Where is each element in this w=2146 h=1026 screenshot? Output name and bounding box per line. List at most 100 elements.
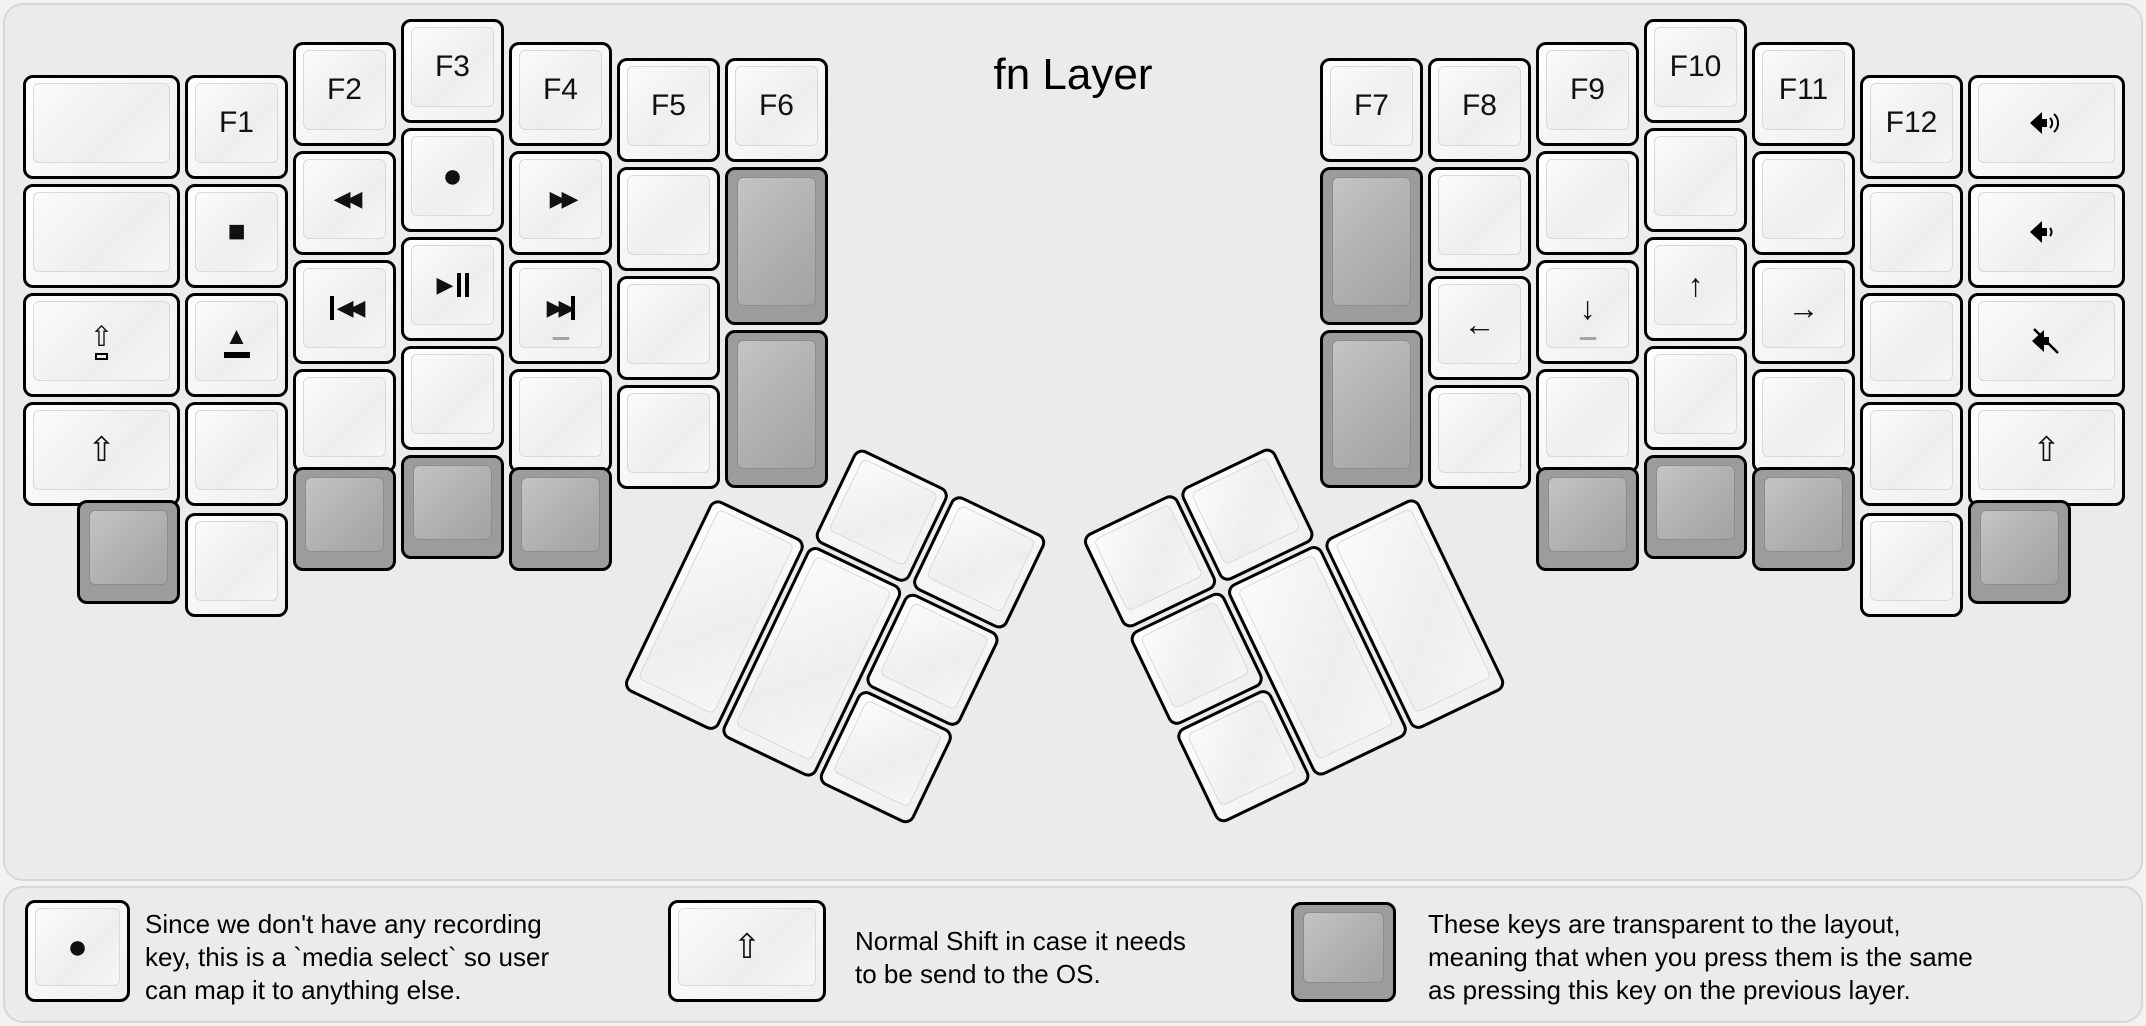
key-blank-l-r3c4[interactable] (509, 369, 612, 473)
key-blank-l-r2c5[interactable] (617, 276, 720, 380)
key-f6[interactable]: F6 (725, 58, 828, 162)
key-blank-r-b4[interactable] (1860, 513, 1963, 617)
play-pause-icon: ▶ (435, 273, 471, 297)
key-blank-l-r3c2[interactable] (293, 369, 396, 473)
key-caps-lock[interactable]: ⇧ (23, 293, 180, 397)
key-f7[interactable]: F7 (1320, 58, 1423, 162)
key-transparent-r-b2[interactable] (1644, 455, 1747, 559)
key-blank-l-r3c1[interactable] (185, 402, 288, 506)
keycap (1762, 377, 1845, 457)
keycap (1654, 136, 1737, 216)
key-media-prev-track[interactable]: ◀◀ (293, 260, 396, 364)
key-blank-l-r0c0[interactable] (23, 75, 180, 179)
key-arrow-down[interactable]: ↓ (1536, 260, 1639, 364)
key-media-stop[interactable]: ■ (185, 184, 288, 288)
key-blank-r-r1c1[interactable] (1428, 167, 1531, 271)
legend-panel (3, 886, 2143, 1023)
key-transparent-l-b5[interactable] (509, 467, 612, 571)
key-blank-l-r3c3[interactable] (401, 346, 504, 450)
key-f8[interactable]: F8 (1428, 58, 1531, 162)
key-legend-record[interactable]: ● (25, 900, 130, 1002)
keycap: ← (1438, 284, 1521, 364)
key-blank-l-r1c5[interactable] (617, 167, 720, 271)
key-f4[interactable]: F4 (509, 42, 612, 146)
keycap (1656, 465, 1735, 540)
key-transparent-l-b1[interactable] (77, 500, 180, 604)
key-media-fast-forward[interactable]: ▶▶ (509, 151, 612, 255)
key-blank-r-r1c2[interactable] (1536, 151, 1639, 255)
eject-icon: ▲ (223, 324, 250, 358)
keycap (1980, 510, 2059, 585)
key-transparent-l-b3[interactable] (293, 467, 396, 571)
key-transparent-l-inner-1[interactable] (725, 167, 828, 325)
key-label: F9 (1569, 73, 1605, 106)
keycap (305, 477, 384, 552)
keycap (737, 340, 816, 469)
key-transparent-r-b3[interactable] (1752, 467, 1855, 571)
key-volume-mute[interactable] (1968, 293, 2125, 397)
key-arrow-right[interactable]: → (1752, 260, 1855, 364)
key-blank-r-r2c5[interactable] (1860, 293, 1963, 397)
key-arrow-left[interactable]: ← (1428, 276, 1531, 380)
arrow-up-icon: ↑ (1687, 267, 1704, 303)
key-f3[interactable]: F3 (401, 19, 504, 123)
key-media-play-pause[interactable]: ▶ (401, 237, 504, 341)
key-media-next-track[interactable]: ▶▶ (509, 260, 612, 364)
key-f11[interactable]: F11 (1752, 42, 1855, 146)
key-blank-l-r3c5[interactable] (617, 385, 720, 489)
key-arrow-up[interactable]: ↑ (1644, 237, 1747, 341)
keycap (737, 177, 816, 306)
keycap (1870, 410, 1953, 490)
key-transparent-r-inner-1[interactable] (1320, 167, 1423, 325)
key-volume-up[interactable] (1968, 75, 2125, 179)
keycap (33, 192, 170, 272)
keycap: F10 (1654, 27, 1737, 107)
key-blank-r-r3c5[interactable] (1860, 402, 1963, 506)
key-transparent-r-b1[interactable] (1536, 467, 1639, 571)
keycap (33, 83, 170, 163)
key-f2[interactable]: F2 (293, 42, 396, 146)
key-legend-shift[interactable]: ⇧ (668, 900, 826, 1002)
key-blank-r-r1c3[interactable] (1644, 128, 1747, 232)
key-media-eject[interactable]: ▲ (185, 293, 288, 397)
key-shift-left[interactable]: ⇧ (23, 402, 180, 506)
key-legend-transparent[interactable] (1291, 902, 1396, 1002)
key-f12[interactable]: F12 (1860, 75, 1963, 179)
key-f1[interactable]: F1 (185, 75, 288, 179)
keycap: F3 (411, 27, 494, 107)
key-transparent-r-b5[interactable] (1968, 500, 2071, 604)
arrow-left-icon: ← (1463, 306, 1496, 342)
keycap (832, 699, 943, 808)
key-label: F4 (542, 73, 578, 106)
key-blank-r-r3c1[interactable] (1428, 385, 1531, 489)
keycap (195, 410, 278, 490)
keycap (411, 354, 494, 434)
key-blank-r-r1c5[interactable] (1860, 184, 1963, 288)
key-f5[interactable]: F5 (617, 58, 720, 162)
key-f10[interactable]: F10 (1644, 19, 1747, 123)
keycap: ⇧ (33, 410, 170, 490)
keycap (1870, 192, 1953, 272)
keycap: F6 (735, 66, 818, 146)
key-blank-l-r1c0[interactable] (23, 184, 180, 288)
keycap (1093, 503, 1204, 612)
key-transparent-l-inner-2[interactable] (725, 330, 828, 488)
key-media-rewind[interactable]: ◀◀ (293, 151, 396, 255)
key-blank-l-b2[interactable] (185, 513, 288, 617)
key-shift-right[interactable]: ⇧ (1968, 402, 2125, 506)
key-label: F7 (1353, 89, 1389, 122)
key-transparent-l-b4[interactable] (401, 455, 504, 559)
key-blank-r-r3c3[interactable] (1644, 346, 1747, 450)
next-track-icon: ▶▶ (545, 296, 577, 320)
key-media-record[interactable]: ● (401, 128, 504, 232)
key-blank-r-r1c4[interactable] (1752, 151, 1855, 255)
key-blank-r-r3c2[interactable] (1536, 369, 1639, 473)
keycap: ▶ (411, 245, 494, 325)
key-volume-down[interactable] (1968, 184, 2125, 288)
stop-icon: ■ (227, 215, 246, 248)
key-blank-r-r3c4[interactable] (1752, 369, 1855, 473)
keycap (627, 393, 710, 473)
keycap (1190, 456, 1301, 566)
key-transparent-r-inner-2[interactable] (1320, 330, 1423, 488)
key-f9[interactable]: F9 (1536, 42, 1639, 146)
